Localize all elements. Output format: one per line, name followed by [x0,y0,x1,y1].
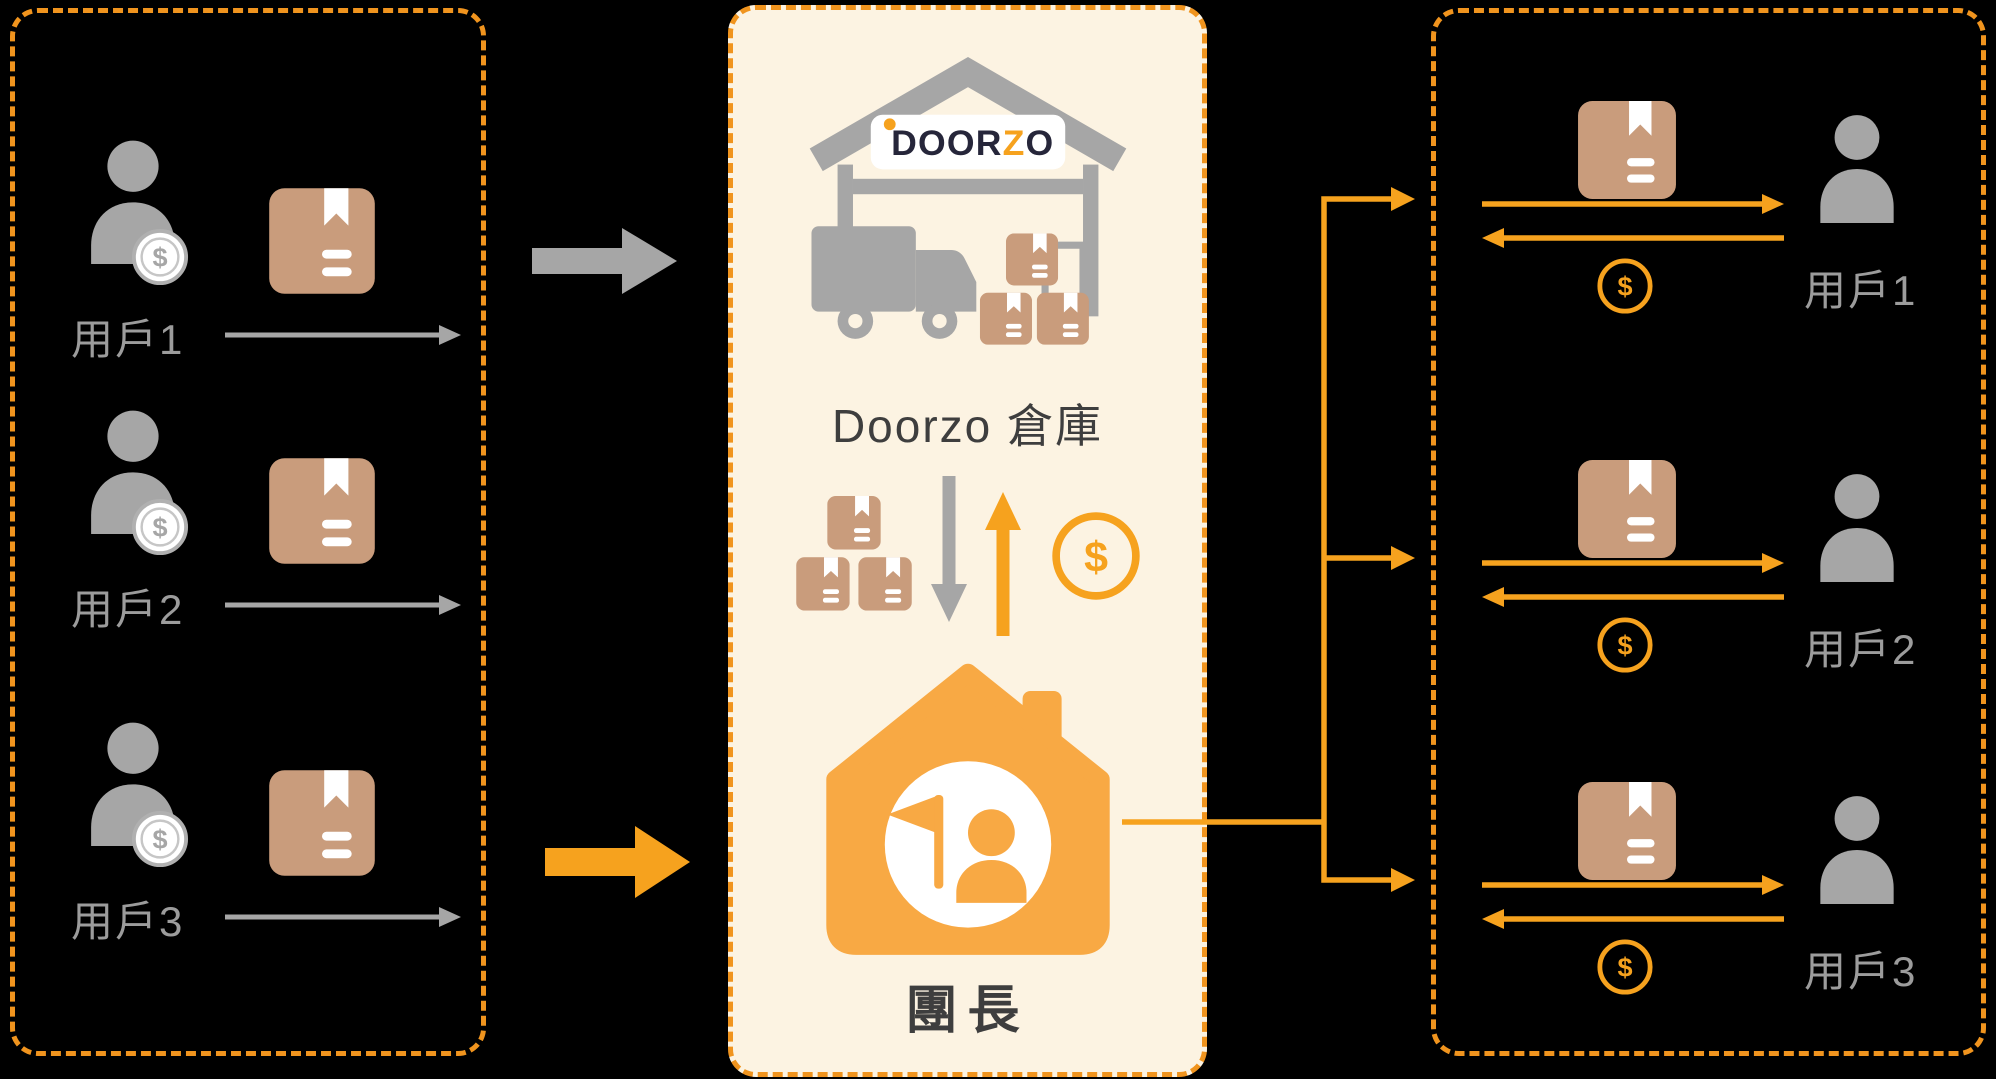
send-arrow-icon [225,907,461,927]
leader-house-icon [825,663,1110,955]
coin-icon [1596,616,1654,674]
package-icon [1576,99,1678,201]
flag-icon [886,795,939,834]
coin-icon [1596,938,1654,996]
doorzo-logo: DOORZO [891,123,1054,163]
logo-dot-icon [883,118,896,131]
payment-arrow-icon [1482,909,1784,929]
package-icon [267,768,377,878]
user-label: 用戶3 [1804,948,1918,995]
warehouse-boxes-icon [979,233,1089,345]
coin-icon [1050,510,1142,602]
truck-icon [810,226,976,339]
package-icon [1576,780,1678,882]
user-label: 用戶2 [71,586,185,633]
coin-icon [131,498,189,556]
package-icon [267,456,377,566]
deliver-arrow-icon [1482,553,1784,573]
user-label: 用戶1 [1804,267,1918,314]
user-label: 用戶2 [1804,626,1918,673]
leader-icon [886,795,1026,903]
coin-icon [131,228,189,286]
sender-row: 用戶2 [15,406,481,646]
receiver-row: 用戶3 [1436,780,1981,1020]
user-icon [1808,792,1906,904]
send-arrow-icon [225,325,461,345]
senders-panel: 用戶1 用戶2 用戶3 [10,8,486,1056]
send-arrow-icon [225,595,461,615]
payment-arrow-icon [1482,587,1784,607]
deliver-arrow-icon [1482,194,1784,214]
sender-row: 用戶3 [15,718,481,958]
order-flow-arrow-icon [545,826,690,898]
coin-icon [1596,257,1654,315]
receivers-panel: 用戶1 用戶2 [1431,8,1986,1056]
payment-arrow-icon [1482,228,1784,248]
receiver-row: 用戶1 [1436,99,1981,339]
receiver-row: 用戶2 [1436,458,1981,698]
coin-icon [131,810,189,868]
user-icon [1808,470,1906,582]
goods-down-arrow-icon [930,476,967,622]
user-label: 用戶1 [71,316,185,363]
user-label: 用戶3 [71,898,185,945]
warehouse-label: Doorzo 倉庫 [831,400,1104,452]
sender-row: 用戶1 [15,136,481,376]
ship-flow-arrow-icon [532,228,677,294]
boxes-stack-icon [794,496,914,616]
package-icon [267,186,377,296]
package-icon [1576,458,1678,560]
leader-label: 團長 [905,982,1030,1040]
user-icon [1808,111,1906,223]
money-up-arrow-icon [984,492,1021,636]
warehouse-icon: DOORZO [809,57,1126,345]
deliver-arrow-icon [1482,875,1784,895]
doorzo-panel: DOORZO Doorzo 倉庫 [728,5,1207,1077]
exchange-row [733,470,1202,642]
